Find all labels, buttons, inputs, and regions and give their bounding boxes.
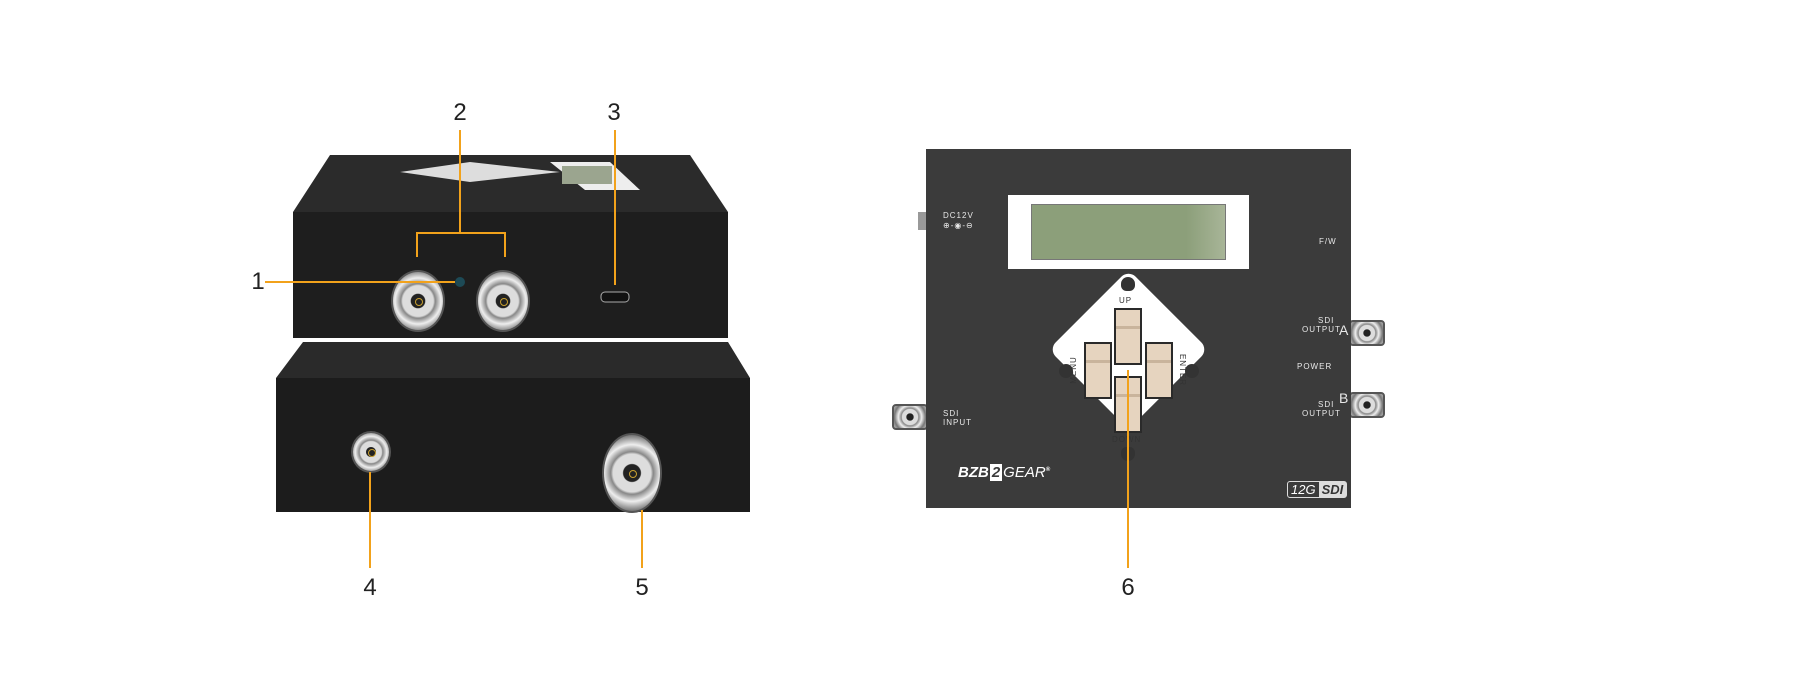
- menu-label: MENU: [1068, 356, 1078, 384]
- callout-line-5: [641, 510, 643, 568]
- fw-label: F/W: [1319, 237, 1337, 246]
- left-dc-jack: [918, 212, 927, 230]
- callout-1: 1: [251, 268, 265, 295]
- up-button[interactable]: [1114, 308, 1142, 365]
- lcd-screen: [1031, 204, 1226, 260]
- dc-power-jack: [351, 431, 391, 473]
- callout-5: 5: [635, 574, 649, 601]
- callout-line-6: [1127, 370, 1129, 568]
- sdi-input-label-1: SDI: [943, 409, 960, 418]
- upper-unit-top: [293, 155, 728, 212]
- callout-line-1: [265, 281, 455, 283]
- lower-unit-top: [276, 342, 750, 378]
- usb-port: [600, 291, 630, 303]
- callout-line-4: [369, 472, 371, 568]
- callout-bracket-2-left: [416, 232, 418, 257]
- sdi-input-connector: [602, 433, 662, 513]
- enter-button[interactable]: [1145, 342, 1173, 399]
- sdi-input-label-2: INPUT: [943, 418, 972, 427]
- callout-3: 3: [607, 99, 621, 126]
- sdi-output-b-label-2: OUTPUT: [1302, 409, 1341, 418]
- sdi-output-a-label-2: OUTPUT: [1302, 325, 1341, 334]
- side-views: [276, 155, 750, 512]
- callout-line-3: [614, 130, 616, 285]
- dc-polarity-label: ⊕-◉-⊖: [943, 221, 974, 230]
- callout-bracket-2-right: [504, 232, 506, 257]
- enter-label: ENTER: [1178, 353, 1188, 387]
- right-arrow-icon: [1185, 364, 1199, 378]
- callout-4: 4: [363, 574, 377, 601]
- callout-line-2: [459, 130, 461, 233]
- up-label: UP: [1119, 296, 1133, 305]
- right-sdi-output-a-connector: [1349, 320, 1385, 346]
- callout-6: 6: [1121, 574, 1135, 601]
- lower-unit-front: [276, 378, 750, 512]
- sdi-output-b-label-1: SDI: [1318, 400, 1335, 409]
- left-sdi-input-connector: [892, 404, 928, 430]
- led-indicator: [455, 277, 465, 287]
- sdi-output-a-connector: [391, 270, 445, 332]
- output-b-letter: B: [1339, 390, 1350, 406]
- sdi-output-a-label-1: SDI: [1318, 316, 1335, 325]
- keypad-preview: [400, 162, 560, 182]
- power-label: POWER: [1297, 362, 1333, 371]
- left-arrow-icon: [1059, 364, 1073, 378]
- right-sdi-output-b-connector: [1349, 392, 1385, 418]
- dc12v-label: DC12V: [943, 211, 974, 220]
- sdi-output-b-connector: [476, 270, 530, 332]
- callout-2: 2: [453, 99, 467, 126]
- down-label: DOWN: [1112, 435, 1141, 445]
- callout-bracket-2: [416, 232, 506, 234]
- up-arrow-icon: [1121, 277, 1135, 291]
- output-a-letter: A: [1339, 322, 1350, 338]
- menu-button[interactable]: [1084, 342, 1112, 399]
